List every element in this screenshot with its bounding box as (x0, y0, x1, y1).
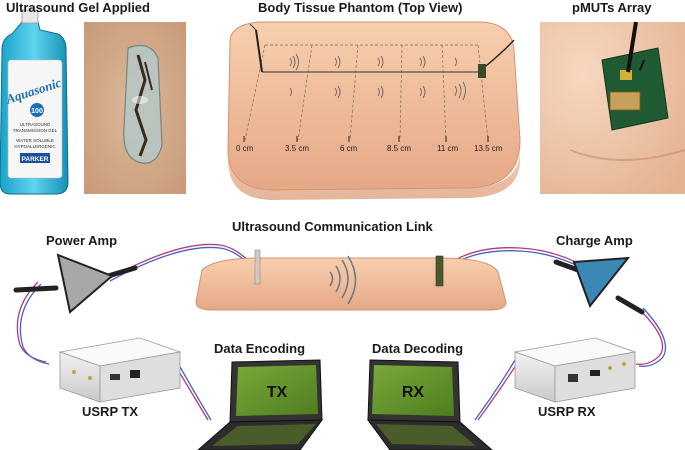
gel-title: Ultrasound Gel Applied (6, 0, 150, 15)
rx-screen-label: RX (402, 384, 425, 401)
distance-tick: 0 cm (236, 144, 254, 153)
usrp-tx-label: USRP TX (82, 404, 139, 419)
usrp-tx-device (58, 337, 182, 403)
tx-screen-label: TX (267, 384, 288, 401)
data-encoding-label: Data Encoding (214, 341, 306, 356)
power-amp-symbol (13, 253, 138, 314)
distance-tick: 6 cm (340, 144, 358, 153)
distance-tick: 3.5 cm (285, 144, 310, 153)
distance-tick: 8.5 cm (387, 144, 412, 153)
link-title: Ultrasound Communication Link (232, 219, 433, 234)
pmut-title: pMUTs Array (572, 0, 652, 15)
phantom-top-view-image (227, 21, 521, 200)
gel-applied-photo (84, 22, 186, 194)
usrp-rx-device (513, 337, 637, 403)
distance-tick: 11 cm (437, 144, 459, 153)
distance-tick: 13.5 cm (474, 144, 503, 153)
gel-bottle-image: Aquasonic 100 ULTRASOUND TRANSMISSION GE… (0, 9, 69, 195)
bottle-model-label: 100 (31, 108, 43, 115)
rx-laptop: RX (366, 359, 493, 450)
phantom-title: Body Tissue Phantom (Top View) (258, 0, 463, 15)
bottle-maker-label: PARKER (22, 156, 49, 163)
usrp-rx-label: USRP RX (538, 404, 596, 419)
bottle-line-3: WATER SOLUBLE (16, 138, 54, 143)
bottle-line-1: ULTRASOUND (20, 122, 51, 127)
charge-amp-symbol (553, 256, 645, 315)
data-decoding-label: Data Decoding (372, 341, 464, 356)
tx-laptop: TX (197, 359, 324, 450)
charge-amp-label: Charge Amp (556, 233, 633, 248)
pmut-array-photo (540, 21, 685, 194)
power-amp-label: Power Amp (46, 233, 118, 248)
link-phantom-image (195, 249, 507, 311)
bottle-line-4: HYPOALLERGENIC (14, 144, 56, 149)
bottle-line-2: TRANSMISSION GEL (13, 128, 58, 133)
